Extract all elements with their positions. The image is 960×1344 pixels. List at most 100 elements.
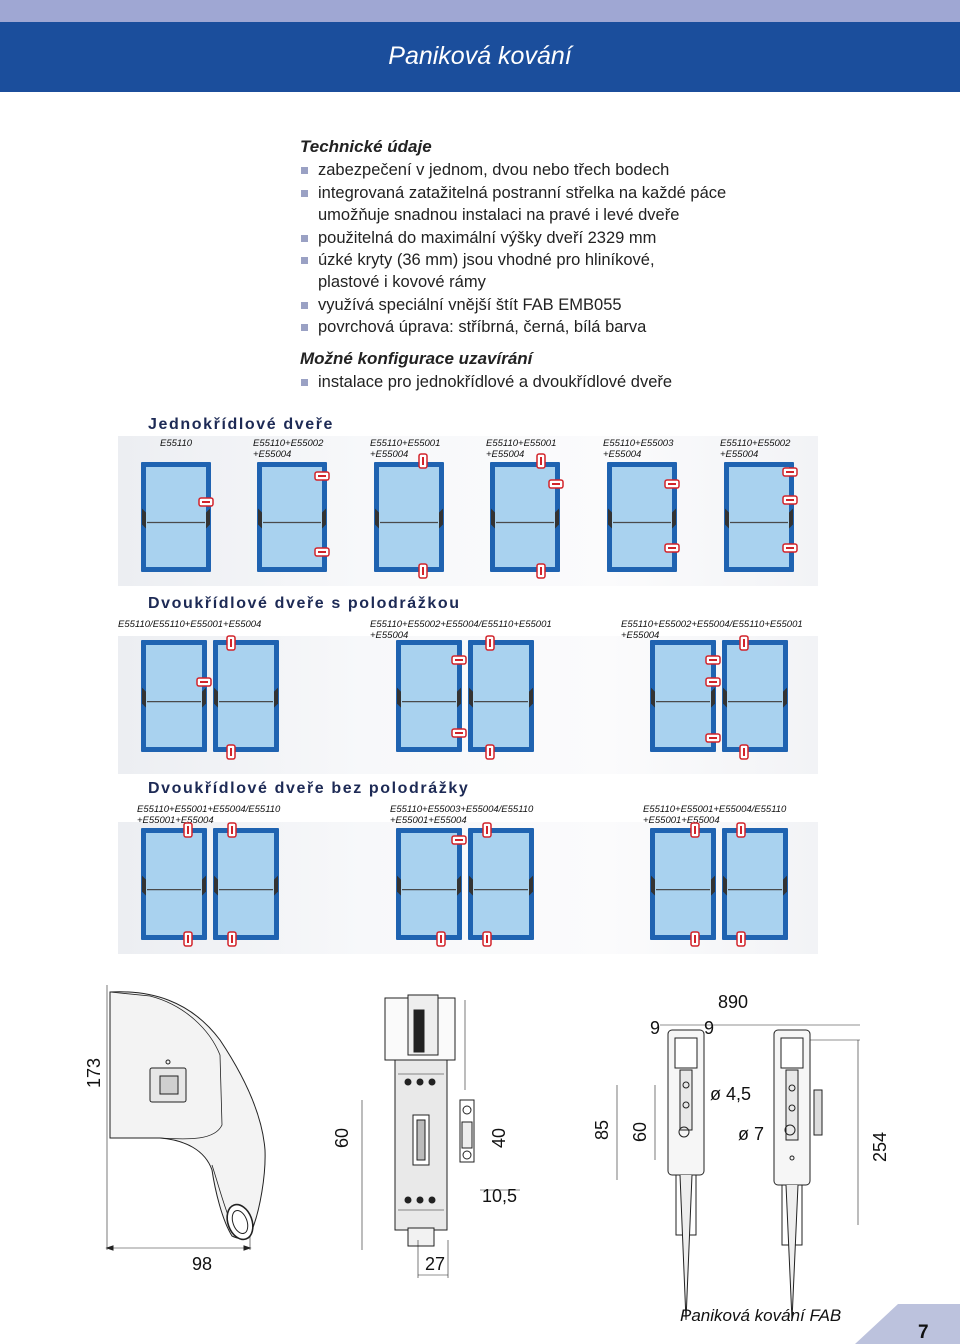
bullet-square-icon	[301, 167, 308, 175]
single-door-band	[118, 436, 818, 586]
lock-point-icon	[451, 655, 467, 665]
config-label: E55110+E55003+E55004	[603, 438, 674, 460]
dim-60-right: 60	[630, 1122, 650, 1142]
dim-890: 890	[718, 992, 748, 1012]
lock-point-icon	[548, 479, 564, 489]
lock-point-icon	[183, 822, 193, 838]
spec-item: zabezpečení v jednom, dvou nebo třech bo…	[300, 159, 920, 181]
spec-item-text: použitelná do maximální výšky dveří 2329…	[318, 228, 657, 247]
door-leaf	[722, 640, 788, 752]
lock-point-icon	[482, 931, 492, 947]
spec-item: použitelná do maximální výšky dveří 2329…	[300, 227, 920, 249]
spec-item-text: povrchová úprava: stříbrná, černá, bílá …	[318, 318, 647, 337]
lock-point-icon	[227, 931, 237, 947]
rod-views	[616, 1024, 860, 1321]
spec-item-text: využívá speciální vnější štít FAB EMB055	[318, 295, 622, 314]
door-leaf	[213, 828, 279, 940]
lock-point-icon	[782, 467, 798, 477]
spec-item: plastové i kovové rámy	[300, 271, 920, 293]
lock-point-icon	[536, 563, 546, 579]
lock-point-icon	[485, 635, 495, 651]
dim-9-left: 9	[650, 1018, 660, 1038]
lock-point-icon	[226, 635, 236, 651]
lock-point-icon	[736, 931, 746, 947]
lock-point-icon	[196, 677, 212, 687]
door-leaf	[650, 640, 716, 752]
door-leaf	[257, 462, 327, 572]
bullet-square-icon	[301, 324, 308, 332]
spec-item-text: úzké kryty (36 mm) jsou vhodné pro hliní…	[318, 251, 655, 270]
bullet-square-icon	[301, 234, 308, 242]
door-leaf	[490, 462, 560, 572]
dim-254: 254	[870, 1132, 890, 1162]
bullet-square-icon	[301, 379, 308, 387]
door-leaf	[607, 462, 677, 572]
lock-point-icon	[482, 822, 492, 838]
door-leaf	[213, 640, 279, 752]
lock-point-icon	[782, 495, 798, 505]
lock-point-icon	[314, 471, 330, 481]
config-list: instalace pro jednokřídlové a dvoukřídlo…	[300, 371, 920, 393]
dim-9-right: 9	[704, 1018, 714, 1038]
door-leaf	[374, 462, 444, 572]
lock-point-icon	[418, 453, 428, 469]
header-banner	[0, 22, 960, 92]
spec-item: povrchová úprava: stříbrná, černá, bílá …	[300, 316, 920, 338]
lock-point-icon	[314, 547, 330, 557]
footer-corner	[855, 1304, 960, 1344]
config-label: E55110+E55001+E55004/E55110+E55001+E5500…	[643, 804, 787, 826]
spec-item-text: zabezpečení v jednom, dvou nebo třech bo…	[318, 161, 670, 180]
door-leaf	[141, 640, 207, 752]
config-label: E55110+E55002+E55004	[253, 438, 324, 460]
dim-173: 173	[84, 1058, 104, 1088]
config-heading: Možné konfigurace uzavírání	[300, 348, 533, 368]
page-title: Paniková kování	[388, 42, 572, 70]
dim-85: 85	[592, 1120, 612, 1140]
bullet-square-icon	[301, 301, 308, 309]
lock-point-icon	[198, 497, 214, 507]
push-bar-side-profile	[105, 985, 266, 1251]
bullet-square-icon	[301, 257, 308, 265]
section-title-double-rebate: Dvoukřídlové dveře s polodrážkou	[148, 595, 461, 612]
lock-point-icon	[664, 543, 680, 553]
lock-point-icon	[183, 931, 193, 947]
section-title-double-norebate: Dvoukřídlové dveře bez polodrážky	[148, 780, 470, 797]
lock-point-icon	[536, 453, 546, 469]
config-label: E55110+E55003+E55004/E55110+E55001+E5500…	[390, 804, 534, 826]
specs-heading: Technické údaje	[300, 137, 432, 156]
lock-front-view	[361, 994, 520, 1278]
lock-point-icon	[418, 563, 428, 579]
config-label: E55110+E55002+E55004	[720, 438, 791, 460]
config-label: E55110/E55110+E55001+E55004	[118, 619, 262, 630]
door-leaf	[722, 828, 788, 940]
lock-point-icon	[451, 728, 467, 738]
dim-98: 98	[192, 1254, 212, 1274]
spec-item-text: umožňuje snadnou instalaci na pravé i le…	[318, 206, 680, 225]
door-leaf	[650, 828, 716, 940]
config-label: E55110+E55002+E55004/E55110+E55001+E5500…	[370, 619, 552, 641]
lock-point-icon	[705, 733, 721, 743]
technical-specs: Technické údaje zabezpečení v jednom, dv…	[300, 136, 920, 393]
spec-item-text: instalace pro jednokřídlové a dvoukřídlo…	[318, 373, 673, 392]
config-label: E55110+E55001+E55004/E55110+E55001+E5500…	[137, 804, 281, 826]
door-leaf	[396, 640, 462, 752]
door-leaf	[468, 828, 534, 940]
config-label: E55110+E55001+E55004	[486, 438, 557, 460]
spec-item: integrovaná zatažitelná postranní střelk…	[300, 182, 920, 204]
specs-list: zabezpečení v jednom, dvou nebo třech bo…	[300, 159, 920, 338]
lock-point-icon	[690, 822, 700, 838]
config-label: E55110+E55002+E55004/E55110+E55001+E5500…	[621, 619, 803, 641]
lock-point-icon	[736, 822, 746, 838]
page-number: 7	[918, 1322, 929, 1343]
bullet-square-icon	[301, 189, 308, 197]
lock-point-icon	[227, 822, 237, 838]
door-leaf	[141, 462, 211, 572]
lock-point-icon	[739, 635, 749, 651]
lock-point-icon	[485, 744, 495, 760]
dim-10-5: 10,5	[482, 1186, 517, 1206]
lock-point-icon	[705, 677, 721, 687]
lock-point-icon	[451, 835, 467, 845]
footer-text: Paniková kování FAB	[680, 1306, 842, 1325]
